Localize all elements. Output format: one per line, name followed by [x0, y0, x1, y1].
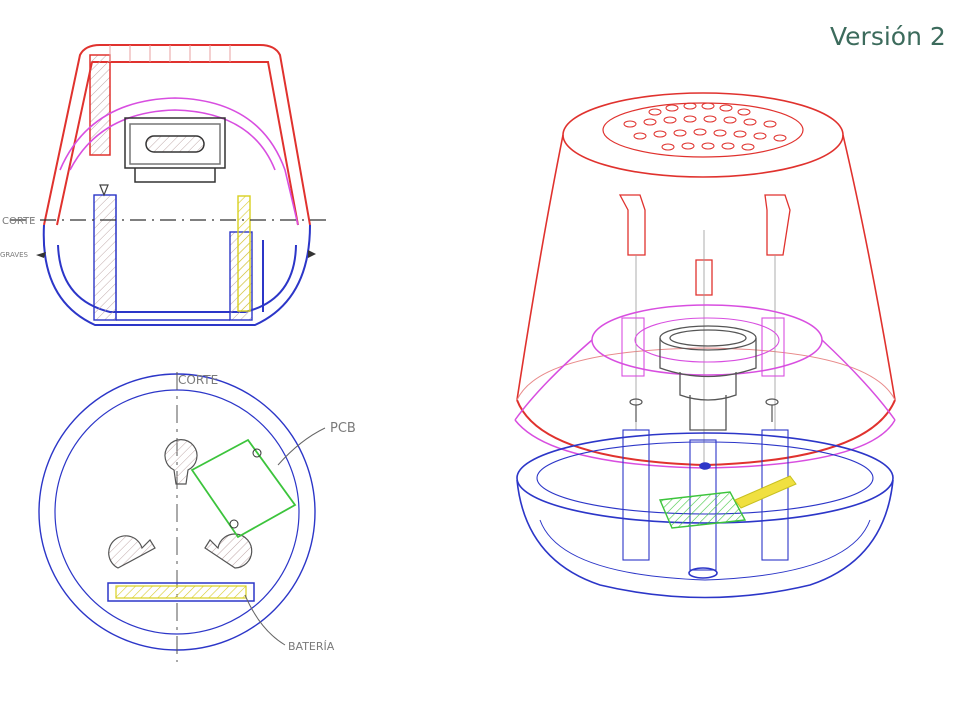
- screws: [629, 398, 779, 422]
- version-title: Versión 2: [830, 22, 946, 51]
- section-view: CORTE GRAVES: [0, 44, 330, 326]
- vent-holes: [623, 102, 787, 151]
- battery-top: [115, 585, 247, 599]
- base-exploded: [516, 429, 894, 599]
- pcb-screw-1: [252, 448, 262, 458]
- pcb-leader: [277, 427, 326, 466]
- speaker-exploded: [659, 325, 757, 431]
- post-holes: [108, 439, 253, 569]
- arrow-right: [308, 250, 316, 258]
- top-view: CORTE PCB BATERÍA: [38, 372, 356, 662]
- top-shell-exploded: [516, 92, 896, 467]
- arrow-left: [36, 252, 46, 258]
- exploded-view: [514, 92, 896, 599]
- battery-label: BATERÍA: [288, 640, 335, 653]
- pcb-outline: [190, 438, 297, 539]
- pcb-screw-2: [229, 519, 239, 529]
- post-hole-right: [204, 533, 253, 569]
- battery-exploded: [734, 475, 797, 509]
- battery-section: [237, 195, 251, 312]
- bass-label: GRAVES: [0, 251, 29, 259]
- middle-shell-section: [59, 97, 299, 226]
- top-shell-section: [43, 44, 311, 226]
- battery-leader: [244, 594, 286, 646]
- cut-label-section: CORTE: [2, 216, 36, 227]
- battery-frame: [107, 582, 255, 602]
- pcb-exploded: [658, 491, 747, 529]
- cut-label-top: CORTE: [178, 373, 218, 387]
- base-section: [42, 194, 311, 326]
- post-hole-left: [108, 535, 156, 569]
- speaker-driver: [124, 117, 226, 183]
- pin-section: [99, 184, 109, 197]
- post-hole-top: [164, 439, 198, 485]
- pcb-label: PCB: [330, 421, 356, 436]
